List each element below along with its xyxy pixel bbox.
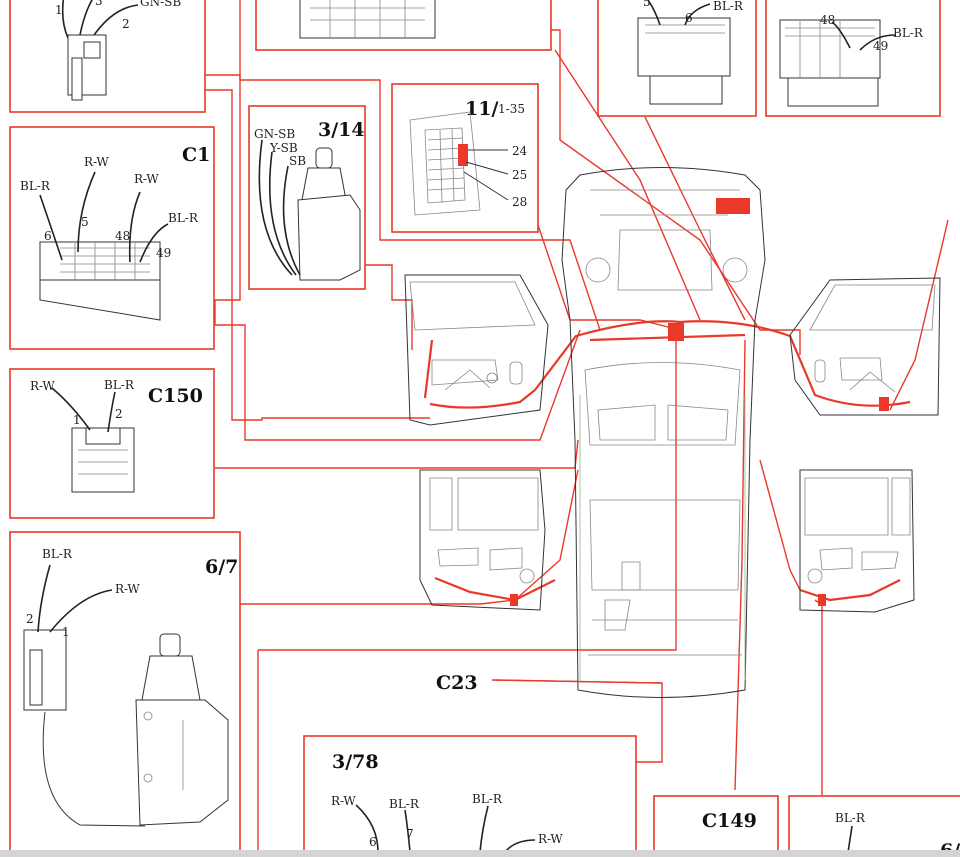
p1135-pin-28: 28 [512,195,527,209]
panel-6-7: 6/7 BL-R R-W 2 1 [9,531,241,857]
c1-title: C1 [182,144,210,166]
panel-top-left: 1 3 2 GN-SB [9,0,206,113]
c1-pin-49: 49 [156,246,171,260]
panel-3-14: 3/14 GN-SB Y-SB SB [248,105,366,290]
p314-wire-y-sb: Y-SB [269,141,298,155]
c23-label: C23 [436,672,478,694]
p67-title: 6/7 [205,556,238,578]
panel-bottom-right: BL-R 6/ [788,795,960,857]
p67-pin-2: 2 [26,612,34,626]
top-left-wire-gn-sb: GN-SB [140,0,181,9]
p378-wire-r-w-1: R-W [331,794,356,808]
bottom-scrollbar[interactable] [0,850,960,857]
p1135-pin-24: 24 [512,144,528,158]
top-right-b-pin-48: 48 [820,13,835,27]
wire-routes [205,0,949,850]
top-left-pin-2: 2 [122,17,130,31]
p1135-range: 1-35 [498,102,525,116]
c149-title: C149 [702,810,757,832]
c1-wire-4: BL-R [168,211,199,225]
c1-wire-1: BL-R [20,179,51,193]
panel-c1: C1 BL-R R-W R-W BL-R 6 5 48 49 [9,126,215,350]
p378-wire-bl-r-2: BL-R [472,792,503,806]
p314-title: 3/14 [318,119,365,141]
p314-wire-sb: SB [289,154,306,168]
panel-3-78: 3/78 R-W BL-R BL-R R-W 6 7 [303,735,637,857]
p378-title: 3/78 [332,751,379,773]
p1135-title: 11/ [465,98,498,120]
p314-wire-gn-sb: GN-SB [254,127,295,141]
top-right-a-pin-5: 5 [643,0,651,9]
car-outline [561,167,766,698]
door-front-left [404,274,549,426]
p378-wire-r-w-2: R-W [538,832,563,846]
top-right-b-pin-49: 49 [873,39,888,53]
c150-wire-r-w: R-W [30,379,55,393]
c150-pin-1: 1 [73,413,81,427]
c1-wire-2: R-W [84,155,109,169]
top-right-b-wire: BL-R [893,26,924,40]
bottom-right-wire: BL-R [835,811,866,825]
top-right-a-wire: BL-R [713,0,744,13]
panel-c149: C149 [653,795,779,857]
p67-pin-1: 1 [62,625,70,639]
panel-c150: C150 R-W BL-R 1 2 [9,368,215,519]
panel-top-center [255,0,552,51]
c1-pin-5: 5 [81,215,89,229]
top-left-pin-3: 3 [95,0,103,8]
door-rear-right [799,469,915,613]
c150-wire-bl-r: BL-R [104,378,135,392]
c1-wire-3: R-W [134,172,159,186]
top-right-a-pin-6: 6 [685,11,693,25]
panel-top-right-a: 5 6 BL-R [597,0,757,117]
c150-pin-2: 2 [115,407,123,421]
p378-pin-7: 7 [406,827,414,841]
door-front-right [789,277,941,416]
p378-pin-6: 6 [369,835,377,849]
c150-title: C150 [148,385,203,407]
panel-11-1-35: 11/ 1-35 24 25 28 [391,83,539,233]
panel-top-right-b: 48 49 BL-R [765,0,941,117]
c23-callout: C23 [436,672,478,694]
p67-wire-r-w: R-W [115,582,140,596]
c1-pin-6: 6 [44,229,52,243]
p67-wire-bl-r: BL-R [42,547,73,561]
p378-wire-bl-r-1: BL-R [389,797,420,811]
door-rear-left [419,469,546,611]
c1-pin-48: 48 [115,229,130,243]
top-left-pin-1: 1 [55,3,63,17]
p1135-pin-25: 25 [512,168,527,182]
